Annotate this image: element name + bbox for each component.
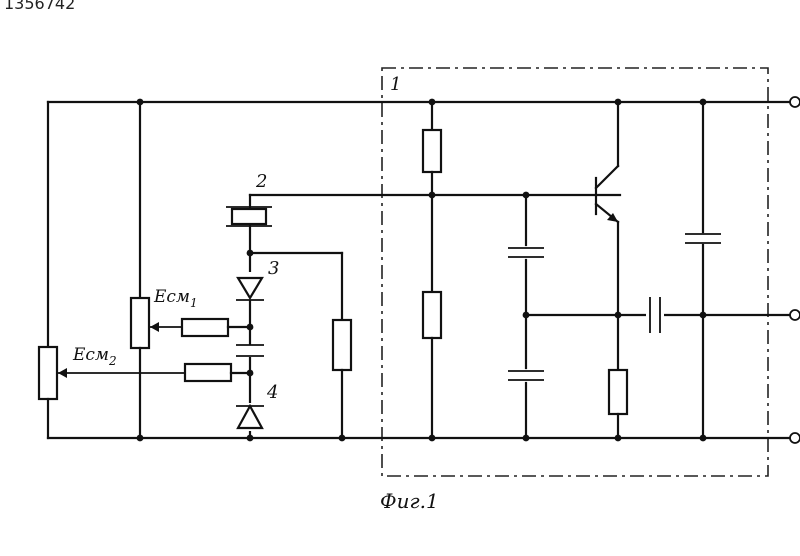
cout-mask [646,305,664,325]
element-2-label: 2 [255,171,267,192]
junction-dot [700,435,707,442]
potentiometer-ecm2 [39,347,57,399]
junction-dot [615,312,622,319]
element-4-label: 4 [266,382,278,403]
pot1-wiper-arrow-icon [150,322,159,332]
junction-dot [523,192,530,199]
junction-dot [339,435,346,442]
junction-dot [700,99,707,106]
junction-dot [615,435,622,442]
block-1-label: 1 [390,74,401,95]
junction-dot [137,99,144,106]
junction-dot [429,192,436,199]
junction-dot [137,435,144,442]
ecm2-label: Ecм2 [72,345,117,368]
junction-dot [429,435,436,442]
resistor-divider-top [423,130,441,172]
document-id: 1356742 [4,0,75,13]
junction-dot [429,99,436,106]
resistor-emitter [609,370,627,414]
potentiometer-ecm1 [131,298,149,348]
transistor-collector [596,166,618,188]
junction-dot [700,312,707,319]
ecm1-label: Ecм1 [153,287,198,310]
resistor-ecm2-series [185,364,231,381]
resistor-divider-bottom [423,292,441,338]
junction-dot [523,435,530,442]
junction-dot [247,370,254,377]
junction-dot [523,312,530,319]
element-3-label: 3 [268,258,279,279]
terminal-bottom [790,433,800,443]
terminal-top [790,97,800,107]
junction-dot [615,99,622,106]
element-2 [232,209,266,224]
figure-caption: Фиг.1 [380,489,439,513]
junction-dot [247,250,254,257]
resistor-ecm1-series [182,319,228,336]
pot2-wiper-arrow-icon [58,368,67,378]
junction-dot [247,435,254,442]
resistor-bias [333,320,351,370]
junction-dot [247,324,254,331]
terminal-output [790,310,800,320]
